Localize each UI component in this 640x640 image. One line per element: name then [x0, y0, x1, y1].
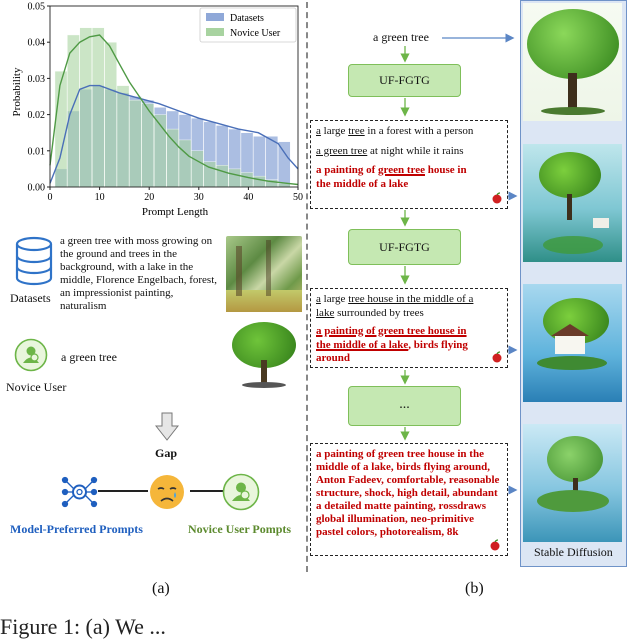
- chart-x-label: Prompt Length: [142, 206, 209, 218]
- sd-image-island: [523, 424, 622, 542]
- caption-a: (a): [152, 580, 170, 597]
- y-tick-label: 0.01: [28, 146, 46, 157]
- bar-datasets: [277, 141, 291, 188]
- novice-user-icon: [14, 338, 48, 372]
- figure-caption-footer: Figure 1: (a) We ...: [0, 614, 166, 639]
- ellipsis-label: ...: [399, 397, 410, 412]
- bar-novice-user: [178, 139, 192, 188]
- prompt-rest-2: at night while it rains: [367, 144, 464, 157]
- final-prompt: a painting of green tree house in the mi…: [316, 448, 500, 538]
- gap-connector: [98, 490, 228, 492]
- chart-y-label: Probability: [11, 67, 23, 116]
- phrase-a-green-tree: a green tree: [316, 144, 368, 157]
- sd-image-tree-lake: [523, 144, 622, 262]
- uf-fgtg-block-1: UF-FGTG: [348, 64, 461, 97]
- novice-user-label: Novice User: [6, 380, 67, 394]
- bar-novice-user: [67, 34, 80, 188]
- apple-icon-3: [490, 539, 500, 551]
- bar-novice-user: [215, 165, 229, 188]
- x-tick-label: 50: [293, 192, 303, 203]
- prompt-3-part-3: the middle of a lake: [316, 177, 409, 190]
- caption-b: (b): [465, 580, 484, 597]
- x-tick-label: 10: [95, 192, 105, 203]
- y-tick-label: 0.03: [28, 74, 46, 85]
- prompt-5-part-2: the middle of a lake: [316, 338, 409, 351]
- uf-fgtg-label: UF-FGTG: [379, 73, 430, 87]
- legend-label: Novice User: [230, 28, 281, 39]
- bar-novice-user: [191, 150, 204, 188]
- word-lake: lake: [316, 306, 335, 319]
- bar-novice-user: [91, 27, 105, 188]
- bar-datasets: [265, 136, 279, 188]
- database-icon: [15, 236, 53, 286]
- prompt-rest-4: surrounded by trees: [334, 306, 424, 319]
- bar-novice-user: [141, 103, 155, 188]
- bar-novice-user: [79, 27, 93, 188]
- input-prompt: a green tree: [373, 30, 429, 44]
- panel-divider: [306, 2, 308, 572]
- x-tick-label: 40: [243, 192, 253, 203]
- prompt-3-part-2: house in: [424, 164, 467, 176]
- bar-novice-user: [116, 85, 130, 188]
- bar-novice-user: [240, 172, 254, 188]
- forest-lake-image: [226, 236, 302, 312]
- word-large-2: large: [320, 293, 349, 305]
- flow-arrows: [400, 33, 518, 495]
- sd-image-tree-house: [523, 284, 622, 402]
- datasets-label: Datasets: [10, 291, 51, 305]
- prompt-5-part-1: a painting of green tree house in: [316, 325, 467, 337]
- legend-swatch: [206, 13, 224, 21]
- prompt-3-part-1: a painting of: [316, 164, 379, 176]
- bar-novice-user: [228, 168, 241, 188]
- bar-novice-user: [129, 99, 142, 188]
- stable-diffusion-label: Stable Diffusion: [534, 545, 613, 559]
- uf-fgtg-block-2: UF-FGTG: [348, 229, 461, 265]
- legend-swatch: [206, 28, 224, 36]
- bar-novice-user: [253, 175, 266, 188]
- datasets-prompt: a green tree with moss growing on the gr…: [60, 235, 218, 312]
- phrase-green-tree: green tree: [378, 164, 425, 176]
- sad-face-icon: [150, 475, 184, 509]
- x-tick-label: 0: [48, 192, 53, 203]
- word-tree: tree: [348, 125, 365, 137]
- word-a: a: [316, 125, 321, 137]
- sd-image-green-tree: [523, 3, 622, 121]
- word-a-2: a: [316, 293, 321, 305]
- plot-frame: [49, 5, 299, 188]
- bar-novice-user: [166, 128, 179, 188]
- ellipsis-block: ...: [348, 386, 461, 426]
- uf-fgtg-label-2: UF-FGTG: [379, 240, 430, 254]
- novice-user-prompts-label: Novice User Pompts: [188, 522, 292, 536]
- y-tick-label: 0.05: [28, 2, 46, 13]
- prompt-5-part-4: around: [316, 352, 351, 364]
- kde-novice-user: [49, 34, 299, 186]
- prompt-rest-1: in a forest with a person: [364, 125, 474, 137]
- y-tick-label: 0.02: [28, 110, 46, 121]
- y-tick-label: 0.00: [28, 183, 46, 194]
- apple-icon: [492, 192, 502, 204]
- neural-network-gear-icon: [61, 476, 98, 508]
- gap-label: Gap: [155, 446, 178, 460]
- bar-novice-user: [54, 70, 68, 188]
- legend-label: Datasets: [230, 13, 264, 24]
- down-arrow-icon: [155, 412, 179, 441]
- generated-prompts-box-3: a painting of green tree house in the mi…: [310, 443, 508, 556]
- prompt-length-chart: 0 10 20 30 40 50 0.00 0.01 0.02 0.03 0.04 0.05Datas…: [11, 2, 303, 219]
- apple-icon-2: [492, 351, 502, 363]
- word-large: large: [320, 125, 349, 137]
- novice-user-icon-2: [222, 473, 260, 511]
- kde-datasets: [49, 84, 299, 184]
- x-tick-label: 20: [144, 192, 154, 203]
- model-preferred-prompts-label: Model-Preferred Prompts: [10, 522, 143, 536]
- green-tree-image-small: [226, 320, 302, 392]
- bar-novice-user: [104, 42, 117, 188]
- generated-prompts-box-2: a large tree house in the middle of a lak…: [310, 288, 508, 368]
- generated-prompts-box-1: a large tree in a forest with a person a…: [310, 120, 508, 209]
- y-tick-label: 0.04: [28, 38, 46, 49]
- x-tick-label: 30: [194, 192, 204, 203]
- novice-prompt: a green tree: [61, 350, 117, 364]
- phrase-tree-house: tree house in the middle of a: [348, 293, 474, 305]
- prompt-5-part-3: , birds flying: [408, 338, 468, 351]
